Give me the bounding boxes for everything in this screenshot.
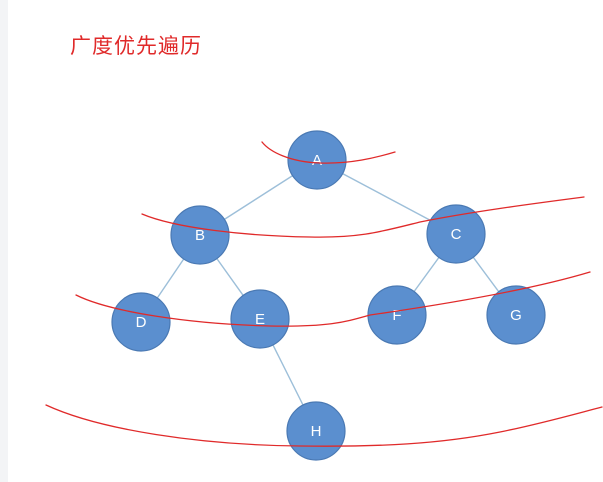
node-e-label: E [255,311,265,328]
node-a-label: A [312,152,322,169]
node-g-label: G [510,307,522,324]
node-b: B [170,205,230,265]
node-b-circle [170,205,230,265]
left-border [0,0,8,482]
node-f: F [367,285,427,345]
node-e-circle [230,289,290,349]
node-a-circle [287,130,347,190]
node-a: A [287,130,347,190]
node-c-label: C [451,226,462,243]
level-2-line [141,196,585,238]
node-g-circle [486,285,546,345]
level-1-line [261,141,396,164]
level-3-line [75,271,591,327]
node-d: D [111,292,171,352]
node-d-circle [111,292,171,352]
diagram-title: 广度优先遍历 [70,34,202,58]
level-annotation-layer [45,141,603,447]
node-h-label: H [311,423,322,440]
node-c: C [426,204,486,264]
edge-layer [140,159,517,432]
node-layer: A B C D E F G H [111,130,546,461]
node-e: E [230,289,290,349]
node-g: G [486,285,546,345]
node-d-label: D [136,314,147,331]
node-b-label: B [195,227,205,244]
level-4-line [45,404,603,447]
node-h: H [286,401,346,461]
node-c-circle [426,204,486,264]
node-f-label: F [392,307,401,324]
